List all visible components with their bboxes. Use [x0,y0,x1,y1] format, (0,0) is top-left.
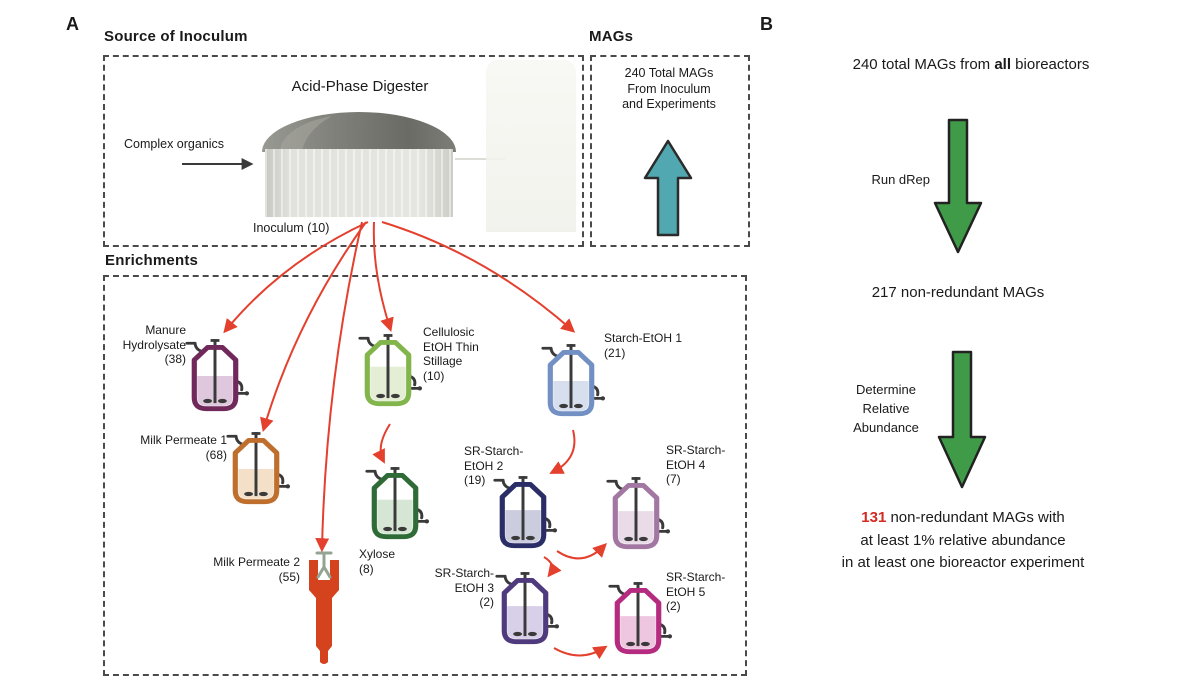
label-line: Stillage [423,354,463,369]
step-240-total-mags: 240 total MAGs from all bioreactors [800,56,1142,73]
mags-summary-text: 240 Total MAGs From Inoculum and Experim… [594,66,744,113]
inoculum-label: Inoculum (10) [253,221,330,235]
label-cellulosic-etoh-thin-stillage: Cellulosic EtOH Thin Stillage (10) [423,325,495,384]
label-line: SR-Starch- [666,570,726,584]
acid-phase-digester-graphic [262,110,456,218]
label-line: Manure [145,323,186,337]
run-drep-label: Run dRep [871,172,930,187]
label-sr-starch-etoh-2: SR-Starch- EtOH 2 (19) [464,444,526,488]
label-line: EtOH 3 [454,580,494,595]
label-line: (21) [604,345,626,360]
label-line: SR-Starch- [464,444,524,458]
label-starch-etoh-1: Starch-EtOH 1 (21) [604,331,704,360]
drep-down-arrow-icon [933,118,983,254]
mags-box [590,55,750,247]
bioreactor-sr-starch-etoh-4-icon [599,475,673,555]
label-line: Abundance [853,419,919,435]
label-sr-starch-etoh-4: SR-Starch- EtOH 4 (7) [666,443,746,487]
label-line: (55) [278,569,300,584]
label-line: Milk Permeate 2 [213,555,300,569]
bioreactor-xylose-icon [358,465,432,545]
bioreactor-milk-permeate-1-icon [219,430,293,510]
label-line: EtOH 5 [666,584,706,599]
label-line: Determine [856,382,916,397]
bioreactor-sr-starch-etoh-3-icon [488,570,562,650]
step-217-nonredundant-mags: 217 non-redundant MAGs [871,284,1045,301]
result-line2: at least 1% relative abundance [860,531,1066,549]
result-131-mags: 131 non-redundant MAGs with at least 1% … [793,507,1133,575]
panel-a-letter: A [66,14,79,34]
step1-text: bioreactors [1011,56,1090,73]
label-sr-starch-etoh-5: SR-Starch- EtOH 5 (2) [666,570,746,614]
label-line: (2) [666,599,681,614]
result-highlight-number: 131 [861,509,887,526]
enrichments-title: Enrichments [105,252,199,269]
digester-dome [262,112,456,152]
label-line: (8) [359,561,374,576]
label-line: Cellulosic [423,325,475,339]
result-line3: in at least one bioreactor experiment [841,554,1085,571]
result-line1: non-redundant MAGs with [886,509,1065,526]
label-milk-permeate-1: Milk Permeate 1 (68) [110,433,227,462]
label-line: (68) [205,447,227,462]
label-line: (2) [479,595,494,610]
label-line: SR-Starch- [434,566,494,580]
label-line: SR-Starch- [666,443,726,457]
label-manure-hydrolysate: Manure Hydrolysate (38) [104,323,186,367]
digester-outlet-pipe [455,158,505,160]
label-line: Milk Permeate 1 [140,433,227,447]
faint-secondary-tank [486,60,576,232]
determine-relative-abundance-label: Determine Relative Abundance [826,381,946,438]
label-line: Hydrolysate [122,337,186,352]
label-line: (10) [423,368,445,383]
digester-title: Acid-Phase Digester [291,78,429,95]
step1-bold: all [994,56,1012,73]
mags-line: and Experiments [622,97,716,112]
label-line: Starch-EtOH 1 [604,331,683,345]
label-line: EtOH 2 [464,458,504,473]
bioreactor-sr-starch-etoh-5-icon [601,580,675,660]
source-of-inoculum-title: Source of Inoculum [104,28,248,45]
label-milk-permeate-2: Milk Permeate 2 (55) [182,555,300,584]
label-line: EtOH Thin [423,339,479,354]
mags-line: 240 Total MAGs [624,66,714,80]
label-line: (19) [464,473,486,488]
digester-body [265,149,453,217]
bioreactor-milk-permeate-2-icon [303,550,345,670]
step1-text: 240 total MAGs from [852,56,995,73]
label-line: (7) [666,472,681,487]
milk2-stirrer [315,551,333,579]
bioreactor-cellulosic-etoh-thin-stillage-icon [351,332,425,412]
panel-b-letter: B [760,14,773,34]
mags-line: From Inoculum [627,81,711,96]
label-line: Xylose [359,547,396,561]
bioreactor-starch-etoh-1-icon [534,342,608,422]
complex-organics-label: Complex organics [124,137,225,151]
mags-title: MAGs [589,28,634,45]
bioreactor-sr-starch-etoh-2-icon [486,474,560,554]
label-xylose: Xylose (8) [359,547,419,576]
label-line: Relative [862,400,910,416]
bioreactor-manure-hydrolysate-icon [178,337,252,417]
label-line: EtOH 4 [666,457,706,472]
label-sr-starch-etoh-3: SR-Starch- EtOH 3 (2) [428,566,494,610]
label-line: (38) [164,352,186,367]
